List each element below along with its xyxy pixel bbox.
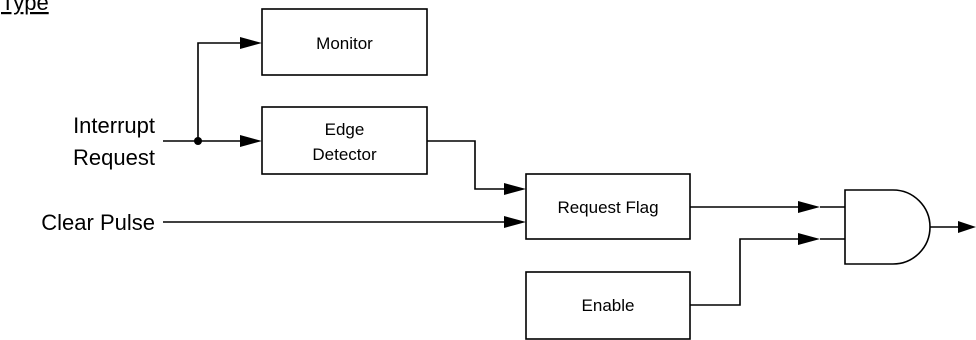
edge-to-flag-wire xyxy=(427,140,506,190)
interrupt-request-wire xyxy=(163,42,242,145)
edge-detector-label-line2: Detector xyxy=(312,145,377,164)
request-flag-label: Request Flag xyxy=(557,198,658,217)
arrow-into-gate-bottom xyxy=(798,233,820,245)
enable-block: Enable xyxy=(525,271,691,340)
interrupt-request-label-line1: Interrupt xyxy=(73,113,155,138)
diagram-title: Type xyxy=(1,0,49,15)
enable-label: Enable xyxy=(582,296,635,315)
output-arrow xyxy=(958,221,976,233)
clear-pulse-label: Clear Pulse xyxy=(41,210,155,235)
enable-to-gate-wire xyxy=(690,238,800,306)
arrow-into-gate-top xyxy=(798,201,820,213)
edge-detector-block: Edge Detector xyxy=(261,106,428,175)
arrow-into-monitor xyxy=(240,37,262,49)
and-gate xyxy=(844,189,931,265)
monitor-label: Monitor xyxy=(316,34,373,53)
junction-dot xyxy=(194,137,202,145)
arrow-into-request-flag-top xyxy=(504,183,526,195)
interrupt-request-label-line2: Request xyxy=(73,145,155,170)
edge-detector-label-line1: Edge xyxy=(325,120,365,139)
arrow-into-edge-detector xyxy=(240,135,262,147)
arrow-into-request-flag-bottom xyxy=(504,216,526,228)
request-flag-block: Request Flag xyxy=(525,173,691,240)
monitor-block: Monitor xyxy=(261,8,428,76)
